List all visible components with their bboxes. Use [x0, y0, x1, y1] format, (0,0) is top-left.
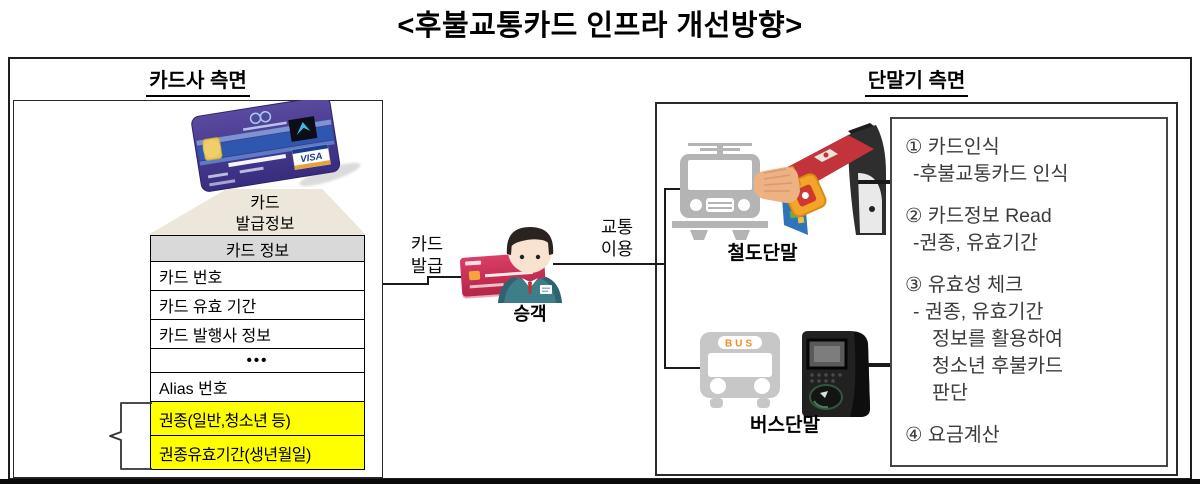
issue-connector-step	[427, 277, 429, 285]
branch-connector-vertical	[664, 188, 666, 369]
transit-use-label: 교통 이용	[600, 217, 634, 259]
branch-connector-bus	[664, 367, 700, 369]
passenger-label: 승객	[513, 304, 547, 324]
step-title: ① 카드인식	[905, 136, 1000, 158]
transit-connector	[553, 263, 665, 265]
table-row: 권종(일반,청소년 등)	[151, 401, 364, 435]
rail-to-steps-connector	[858, 180, 892, 184]
step-detail: -후불교통카드 인식	[913, 163, 1069, 185]
step-detail: -권종, 유효기간	[913, 232, 1038, 254]
branch-connector-rail	[664, 188, 680, 190]
svg-text:VISA: VISA	[300, 151, 324, 165]
passenger-figure	[498, 227, 562, 303]
step-item: ② 카드정보 Read -권종, 유효기간	[905, 203, 1158, 257]
table-row: •••	[151, 348, 364, 372]
card-company-header: 카드사 측면	[13, 64, 383, 97]
bottom-rule	[0, 479, 1200, 484]
train-icon	[672, 143, 768, 240]
step-item: ④ 요금계산	[905, 422, 1158, 449]
step-title: ③ 유효성 체크	[905, 274, 1024, 296]
rail-reader-image	[753, 123, 886, 235]
terminal-header: 단말기 측면	[655, 64, 1178, 97]
step-detail: - 권종, 유효기간	[913, 301, 1044, 323]
red-card-chip	[468, 270, 481, 281]
rail-terminal-label: 철도단말	[727, 243, 798, 264]
figure-title: <후불교통카드 인프라 개선방향>	[397, 10, 803, 42]
bus-terminal-label: 버스단말	[750, 415, 820, 436]
visa-logo: VISA	[291, 144, 331, 171]
step-detail: 청소년 후불카드	[932, 355, 1063, 377]
issue-connector-a	[383, 283, 429, 285]
table-row: 카드 번호	[151, 261, 364, 290]
step-title: ② 카드정보 Read	[905, 205, 1052, 227]
step-item: ① 카드인식 -후불교통카드 인식	[905, 134, 1158, 188]
table-row: 카드 정보	[151, 236, 364, 261]
card-issue-info-label: 카드 발급정보	[235, 195, 295, 233]
bus-reader-image	[802, 331, 870, 417]
table-row: 카드 발행사 정보	[151, 319, 364, 348]
credit-card-image: VISA	[188, 96, 344, 192]
red-card-logo	[465, 260, 482, 266]
table-row: 카드 유효 기간	[151, 290, 364, 319]
step-detail: 판단	[932, 382, 968, 404]
bus-icon: BUS	[700, 332, 780, 408]
terminal-steps-box: ① 카드인식 -후불교통카드 인식 ② 카드정보 Read -권종, 유효기간 ③ 유효…	[890, 117, 1168, 467]
table-row: Alias 번호	[151, 372, 364, 401]
table-row: 권종유효기간(생년월일)	[151, 435, 364, 469]
card-issue-label: 카드 발급	[410, 234, 444, 276]
step-title: ④ 요금계산	[905, 424, 1000, 446]
step-detail: 정보를 활용하여	[932, 328, 1063, 350]
fields-brace	[109, 402, 152, 470]
bus-sign-text: BUS	[725, 339, 755, 350]
issue-connector-b	[427, 276, 463, 278]
